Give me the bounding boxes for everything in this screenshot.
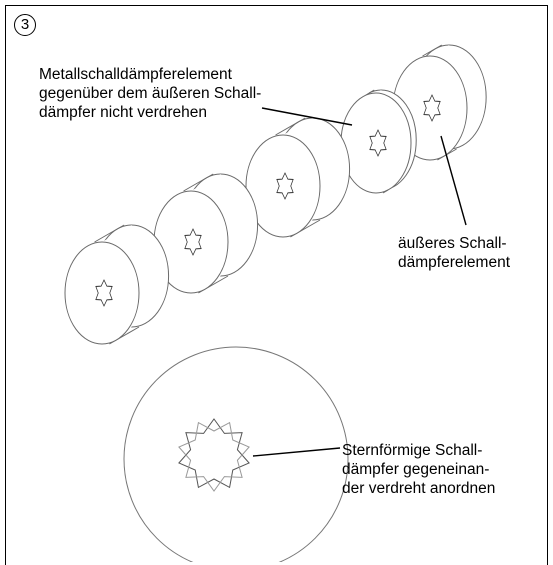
callout-outer-element: äußeres Schall- dämpferelement bbox=[398, 235, 511, 271]
front-view bbox=[123, 346, 349, 562]
silencer-element-2 bbox=[153, 173, 259, 294]
element-top-edge bbox=[368, 89, 375, 94]
star-opening bbox=[184, 228, 202, 256]
step-number: 3 bbox=[20, 16, 30, 33]
element-top-edge bbox=[275, 117, 306, 136]
star-opening bbox=[95, 279, 113, 307]
callout-metal-element: Metallschalldämpferelement gegenüber dem… bbox=[39, 66, 262, 121]
front-view-disc bbox=[123, 346, 349, 562]
element-top-edge bbox=[422, 44, 442, 57]
figure-frame bbox=[5, 5, 548, 565]
leader-metal-element bbox=[261, 107, 353, 126]
star-opening bbox=[369, 129, 387, 157]
leader-lines bbox=[252, 107, 467, 457]
leader-star-damper bbox=[252, 447, 341, 457]
callout-star-damper: Sternförmige Schall- dämpfer gegeneinan-… bbox=[342, 442, 496, 497]
metal-silencer-element bbox=[340, 89, 417, 194]
silencer-element-3 bbox=[245, 117, 351, 238]
star-opening bbox=[423, 94, 441, 122]
star-opening-rotated bbox=[178, 421, 250, 492]
outer-silencer-element-front bbox=[64, 224, 170, 345]
leader-outer-element bbox=[440, 135, 467, 226]
element-top-edge bbox=[183, 173, 214, 192]
star-opening-front bbox=[178, 418, 250, 489]
step-number-badge: 3 bbox=[14, 14, 36, 36]
element-top-edge bbox=[94, 224, 125, 243]
star-opening bbox=[276, 172, 294, 200]
